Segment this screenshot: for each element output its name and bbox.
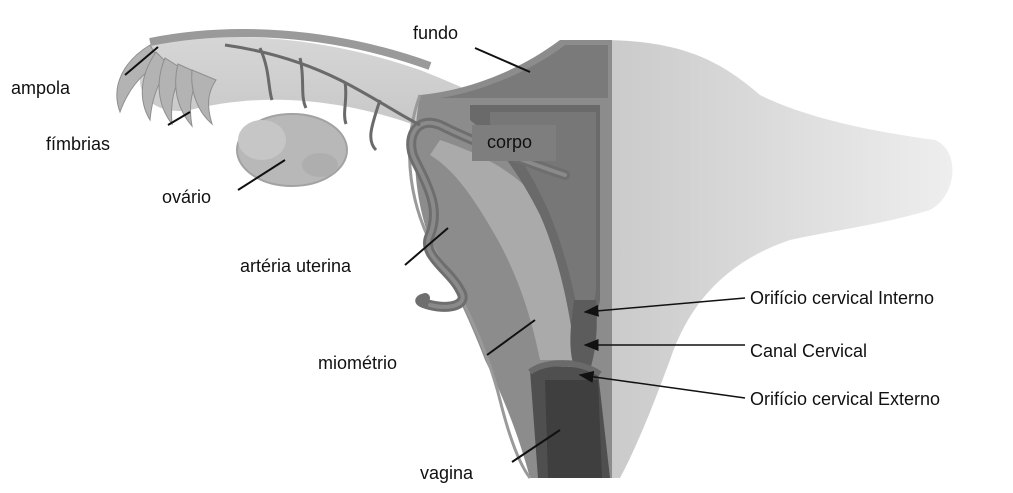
label-ampola: ampola <box>11 79 70 97</box>
label-vagina: vagina <box>420 464 473 482</box>
label-arteria-uterina: artéria uterina <box>240 257 351 275</box>
vagina-mucosa <box>545 380 602 478</box>
uterus-right-half <box>598 40 952 478</box>
label-fundo: fundo <box>413 24 458 42</box>
label-canal-cervical: Canal Cervical <box>750 342 867 360</box>
label-orificio-externo: Orifício cervical Externo <box>750 390 940 408</box>
label-ovario: ovário <box>162 188 211 206</box>
label-fimbrias: fímbrias <box>46 135 110 153</box>
label-corpo: corpo <box>487 133 532 151</box>
label-miometrio: miométrio <box>318 354 397 372</box>
label-orificio-interno: Orifício cervical Interno <box>750 289 934 307</box>
ovary <box>237 114 347 186</box>
